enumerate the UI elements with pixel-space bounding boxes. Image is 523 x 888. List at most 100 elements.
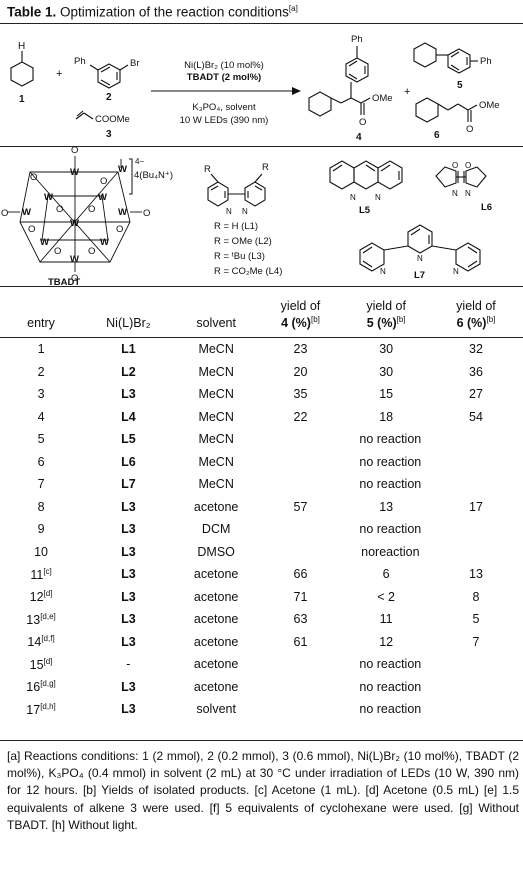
r-label-left: R [204, 164, 211, 175]
tbadt-o: O [100, 176, 107, 187]
header-yield-4: yield of 4 (%)[b] [257, 286, 344, 338]
cell-ligand: L3 [121, 589, 136, 604]
tbadt-atoms: O W W W W W W W W W W O O O O O O O O O … [1, 146, 150, 284]
cell-ligand: L6 [121, 454, 136, 469]
cell-yield-4: 71 [293, 589, 308, 604]
o-label-6: O [466, 124, 473, 135]
cell-ligand: L5 [121, 432, 136, 447]
cell-yield-5: 11 [379, 612, 393, 627]
compound-4-number: 4 [356, 132, 362, 143]
cell-solvent: acetone [193, 612, 239, 627]
cell-entry: 12[d] [29, 589, 53, 605]
cell-yield-6: 5 [472, 612, 480, 627]
n-label: N [453, 267, 459, 276]
ph-label-4: Ph [351, 34, 363, 45]
n-label: N [380, 267, 386, 276]
cell-entry: 3 [37, 387, 45, 402]
cell-entry: 13[d,e] [26, 611, 56, 627]
cell-ligand: L3 [121, 679, 136, 694]
cell-ligand: L3 [121, 634, 136, 649]
cell-yield-4: 20 [293, 364, 308, 379]
tbadt-o: O [71, 146, 78, 156]
cell-ligand: L3 [121, 499, 136, 514]
footnote-f: [f] 5 equivalents of cyclohexane were us… [209, 800, 454, 815]
header-entry: entry [0, 286, 83, 338]
compound-3-structure [75, 110, 94, 120]
cell-yield-4: 23 [293, 342, 308, 357]
tbadt-o: O [30, 172, 37, 183]
cell-ligand: L3 [121, 567, 136, 582]
cell-entry: 14[d,f] [27, 634, 55, 650]
footnote-g: [g] Without TBADT. [7, 800, 519, 832]
cell-solvent: MeCN [198, 454, 234, 469]
cell-entry: 4 [37, 409, 45, 424]
cell-yield-6: 27 [469, 387, 483, 402]
header-solvent: solvent [174, 286, 258, 338]
cell-yield-4: 35 [293, 387, 308, 402]
tbadt-w: W [118, 207, 127, 218]
footnote-d: [d] Acetone (0.5 mL) [365, 783, 479, 798]
cell-entry: 10 [34, 544, 48, 559]
n-label: N [350, 193, 356, 202]
tbadt-o: O [1, 208, 8, 219]
n-label: N [452, 189, 458, 198]
r-definition-l2: R = OMe (L2) [214, 236, 272, 247]
cell-solvent: acetone [193, 657, 239, 672]
cell-yield-6: 36 [469, 364, 483, 379]
table-bottom-rule [0, 740, 523, 741]
tbadt-o: O [88, 204, 95, 215]
cell-ligand: L1 [121, 342, 136, 357]
cell-entry-note: [d] [43, 589, 53, 599]
ligand-structures: O W W W W W W W W W W O O O O O O O O O … [1, 146, 492, 286]
cell-solvent: acetone [193, 567, 239, 582]
cell-solvent: MeCN [198, 342, 234, 357]
cell-merged-result: no reaction [359, 702, 422, 717]
cell-solvent: acetone [193, 634, 239, 649]
o-label-l6: O [465, 161, 471, 170]
cell-yield-6: 8 [472, 589, 480, 604]
tbadt-o: O [143, 208, 150, 219]
tbadt-o: O [28, 224, 35, 235]
bioxazoline-structure [435, 166, 487, 188]
cell-yield-5: 18 [379, 409, 394, 424]
cell-entry: 1 [37, 342, 45, 357]
results-table: entry Ni(L)Br₂ solvent yield of 4 (%)[b]… [0, 286, 523, 721]
br-label: Br [130, 58, 140, 69]
tbadt-label: TBADT [48, 277, 80, 286]
compound-6-number: 6 [434, 130, 440, 141]
footnote-a: [a] Reactions conditions: 1 (2 mmol), 2 … [7, 749, 519, 798]
cell-entry-note: [c] [43, 566, 52, 576]
cell-yield-5: 6 [382, 567, 390, 582]
footnote-c: [c] Acetone (1 mL). [254, 783, 361, 798]
cell-entry: 9 [37, 522, 45, 537]
tbadt-o: O [71, 273, 78, 284]
compound-6-structure [415, 97, 478, 123]
header-ligand: Ni(L)Br₂ [82, 286, 175, 338]
cell-yield-4: 22 [293, 409, 308, 424]
cell-ligand: - [126, 657, 131, 672]
condition-base: K₃PO₄, solvent [192, 102, 256, 113]
tbadt-w: W [98, 192, 107, 203]
footnote-h: [h] Without light. [51, 817, 138, 832]
top-rule [0, 23, 523, 24]
cell-merged-result: no reaction [359, 657, 422, 672]
tbadt-o: O [88, 246, 95, 257]
n-label: N [465, 189, 471, 198]
cell-yield-5: 15 [379, 387, 394, 402]
cell-ligand: L3 [121, 702, 136, 717]
condition-photocatalyst: TBADT (2 mol%) [187, 72, 261, 83]
cell-solvent: acetone [193, 499, 239, 514]
cell-solvent: acetone [193, 679, 239, 694]
r-label-right: R [262, 162, 269, 173]
cell-entry: 11[c] [30, 566, 52, 582]
footnote-b: [b] Yields of isolated products. [82, 783, 250, 798]
cell-yield-5: 12 [379, 634, 394, 649]
cell-entry: 17[d,h] [26, 701, 56, 717]
r-definition-l1: R = H (L1) [214, 221, 258, 232]
cell-solvent: acetone [193, 589, 239, 604]
cell-solvent: solvent [196, 702, 236, 717]
